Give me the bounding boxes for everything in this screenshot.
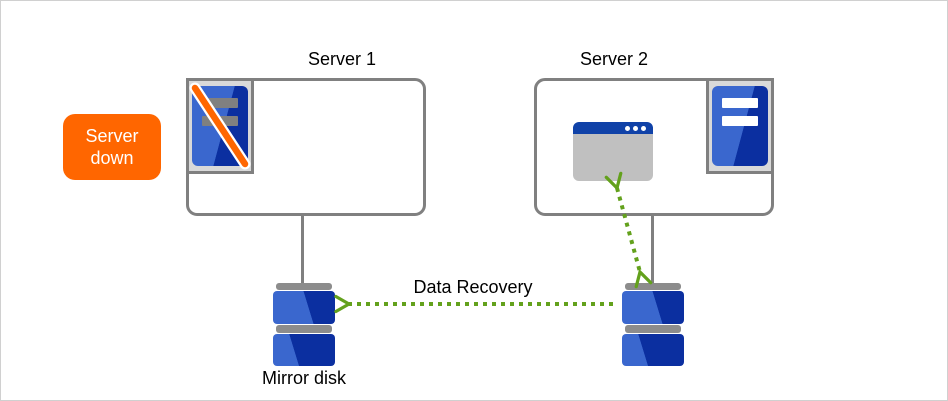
disk-bar bbox=[276, 325, 332, 333]
disk-platter bbox=[273, 291, 335, 324]
window-titlebar bbox=[573, 122, 653, 134]
server1-icon-tray bbox=[186, 78, 254, 174]
disk-platter bbox=[622, 291, 684, 324]
disk-cap bbox=[625, 283, 681, 290]
server-down-badge: Server down bbox=[63, 114, 161, 180]
server-tower-icon bbox=[712, 86, 768, 166]
window-dot bbox=[633, 125, 638, 131]
server1-title: Server 1 bbox=[307, 49, 377, 69]
server2-icon-tray bbox=[706, 78, 774, 174]
server2-title: Server 2 bbox=[579, 49, 649, 69]
disk-bar bbox=[625, 325, 681, 333]
application-window-icon bbox=[573, 122, 653, 181]
server1-disk-connector bbox=[301, 215, 304, 284]
tower-bar bbox=[202, 98, 238, 108]
window-body bbox=[573, 134, 653, 181]
data-recovery-label: Data Recovery bbox=[413, 277, 533, 297]
tower-bar bbox=[722, 116, 758, 126]
window-dot bbox=[625, 125, 630, 131]
disk-cap bbox=[276, 283, 332, 290]
tower-bar bbox=[722, 98, 758, 108]
server-down-slash-icon bbox=[189, 82, 251, 170]
server2-disk-connector bbox=[651, 215, 654, 284]
disk-platter bbox=[622, 334, 684, 366]
mirror-disk-icon-right bbox=[622, 283, 684, 367]
window-dot bbox=[641, 125, 646, 131]
mirror-disk-icon-left bbox=[273, 283, 335, 367]
mirror-disk-label: Mirror disk bbox=[262, 368, 346, 388]
disk-platter bbox=[273, 334, 335, 366]
